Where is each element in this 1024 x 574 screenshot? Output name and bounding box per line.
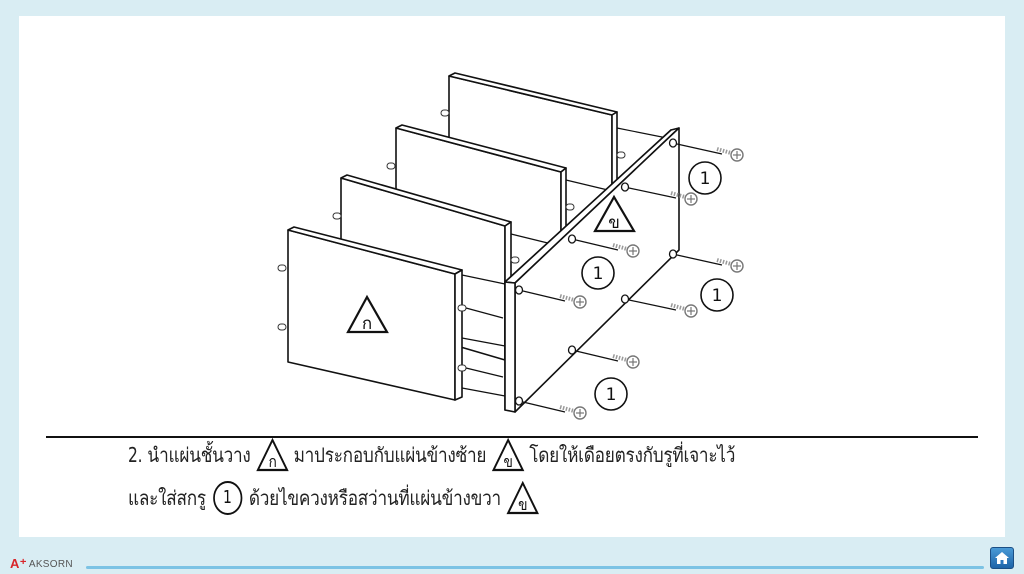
aksorn-logo: A⁺ AKSORN: [10, 556, 73, 572]
svg-text:ก: ก: [362, 314, 372, 334]
svg-text:ข: ข: [608, 213, 620, 233]
instruction-text: และใส่สกรู: [128, 486, 206, 510]
svg-text:1: 1: [712, 286, 723, 306]
svg-text:1: 1: [606, 385, 617, 405]
side-panel-symbol-icon: ข: [506, 481, 539, 515]
home-icon: [995, 552, 1009, 564]
svg-text:1: 1: [593, 264, 604, 284]
step-number: 2.: [128, 443, 143, 467]
content-panel: ก ข 1 1 1 1: [19, 16, 1005, 537]
instruction-line-1: 2. นำแผ่นชั้นวาง ก มาประกอบกับแผ่นข้างซ้…: [128, 438, 735, 472]
screw-symbol-icon: 1: [212, 481, 242, 515]
footer-progress-line: [86, 566, 984, 569]
svg-text:ข: ข: [518, 495, 527, 514]
shelf-label-triangle: ก: [346, 294, 389, 334]
logo-text: AKSORN: [28, 558, 73, 570]
svg-text:ข: ข: [503, 452, 512, 471]
instruction-line-2: และใส่สกรู 1 ด้วยไขควงหรือสว่านที่แผ่นข้…: [128, 481, 544, 515]
svg-text:1: 1: [700, 169, 711, 189]
instruction-text: โดยให้เดือยตรงกับรูที่เจาะไว้: [529, 443, 736, 467]
shelf-symbol-icon: ก: [255, 438, 289, 472]
instruction-text: มาประกอบกับแผ่นข้างซ้าย: [293, 443, 487, 467]
aksorn-logo-icon: A⁺: [10, 556, 27, 571]
side-panel-label-triangle: ข: [593, 194, 636, 233]
assembly-diagram: ก ข 1 1 1 1: [277, 72, 745, 421]
home-button[interactable]: [990, 547, 1014, 569]
side-panel-symbol-icon: ข: [491, 438, 524, 472]
svg-text:ก: ก: [268, 452, 276, 471]
instruction-text: ด้วยไขควงหรือสว่านที่แผ่นข้างขวา: [248, 486, 501, 510]
instruction-text: นำแผ่นชั้นวาง: [147, 443, 251, 467]
divider-rule: [46, 436, 978, 438]
